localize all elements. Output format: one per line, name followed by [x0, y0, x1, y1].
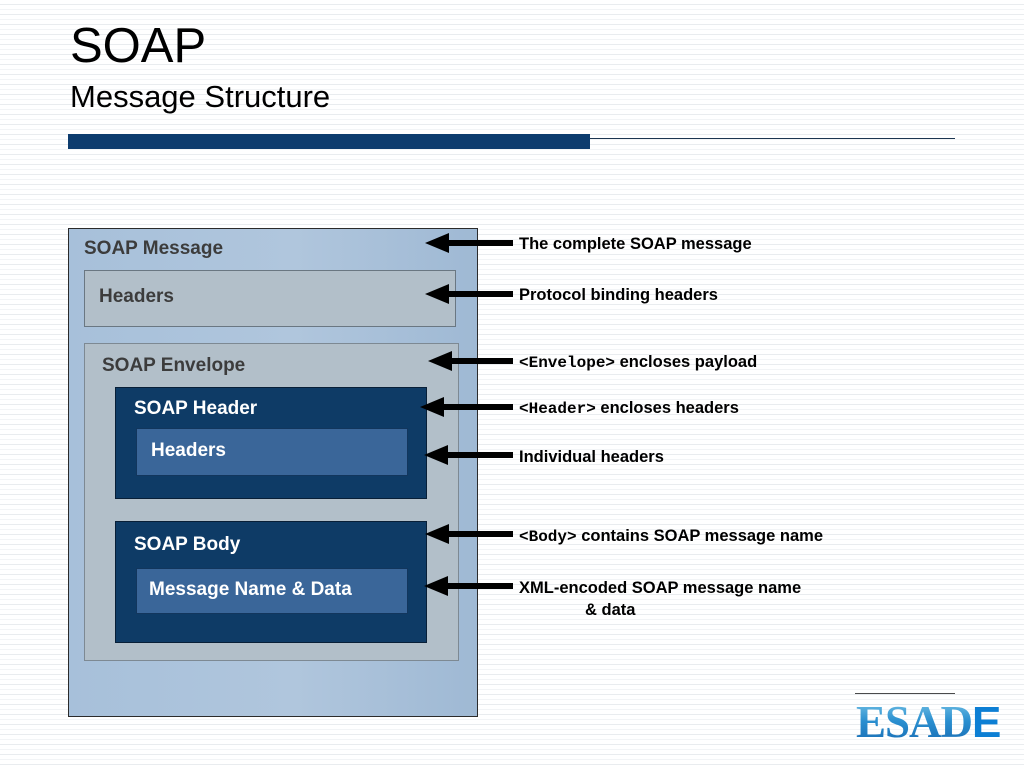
diagram-box-soap-message: SOAP Message Headers SOAP Envelope SOAP …: [68, 228, 478, 717]
box-label-soap-header: SOAP Header: [134, 398, 258, 419]
box-label-headers-outer: Headers: [99, 286, 174, 307]
esade-logo-accent-letter: E: [972, 698, 1001, 747]
title-thin-rule: [590, 138, 955, 139]
title-accent-bar: [68, 134, 590, 149]
annotation-message-name-data: XML-encoded SOAP message name & data: [519, 578, 801, 620]
page-subtitle: Message Structure: [70, 79, 331, 114]
annotation-mono-tag-soap-header: <Header>: [519, 400, 596, 418]
annotation-text-soap-body: contains SOAP message name: [576, 527, 823, 545]
esade-logo: ESADE: [856, 697, 1001, 747]
box-label-message-name-data: Message Name & Data: [149, 579, 352, 600]
annotation-text-soap-message: The complete SOAP message: [519, 235, 752, 253]
annotation-text-headers-outer: Protocol binding headers: [519, 286, 718, 304]
diagram-box-headers-inner: Headers: [136, 428, 408, 476]
diagram-box-soap-body: SOAP Body Message Name & Data: [115, 521, 427, 643]
annotation-soap-header: <Header> encloses headers: [519, 398, 739, 420]
box-label-soap-body: SOAP Body: [134, 534, 241, 555]
diagram-box-soap-header: SOAP Header Headers: [115, 387, 427, 499]
annotation-soap-message: The complete SOAP message: [519, 234, 752, 256]
esade-logo-main-text: ESAD: [856, 697, 973, 747]
diagram-box-soap-envelope: SOAP Envelope SOAP Header Headers SOAP B…: [84, 343, 459, 661]
annotation-text-message-name-data: XML-encoded SOAP message name: [519, 579, 802, 597]
annotation-mono-tag-soap-envelope: <Envelope>: [519, 354, 616, 372]
box-label-soap-message: SOAP Message: [84, 238, 224, 259]
title-block: SOAP Message Structure: [70, 19, 331, 114]
annotation-text-soap-envelope: encloses payload: [615, 353, 758, 371]
annotation-headers-inner: Individual headers: [519, 447, 664, 469]
annotation-text-soap-header: encloses headers: [595, 399, 739, 417]
annotation-text-message-name-data-line2: & data: [585, 600, 636, 619]
annotation-headers-outer: Protocol binding headers: [519, 285, 718, 307]
page-title: SOAP: [70, 19, 207, 73]
annotation-mono-tag-soap-body: <Body>: [519, 528, 577, 546]
diagram-box-message-name-data: Message Name & Data: [136, 568, 408, 614]
diagram-box-headers-outer: Headers: [84, 270, 456, 327]
annotation-soap-body: <Body> contains SOAP message name: [519, 526, 823, 548]
annotation-soap-envelope: <Envelope> encloses payload: [519, 352, 757, 374]
box-label-headers-inner: Headers: [151, 440, 226, 461]
box-label-soap-envelope: SOAP Envelope: [102, 355, 246, 376]
footer-rule: [855, 693, 955, 694]
annotation-text-headers-inner: Individual headers: [519, 448, 664, 466]
